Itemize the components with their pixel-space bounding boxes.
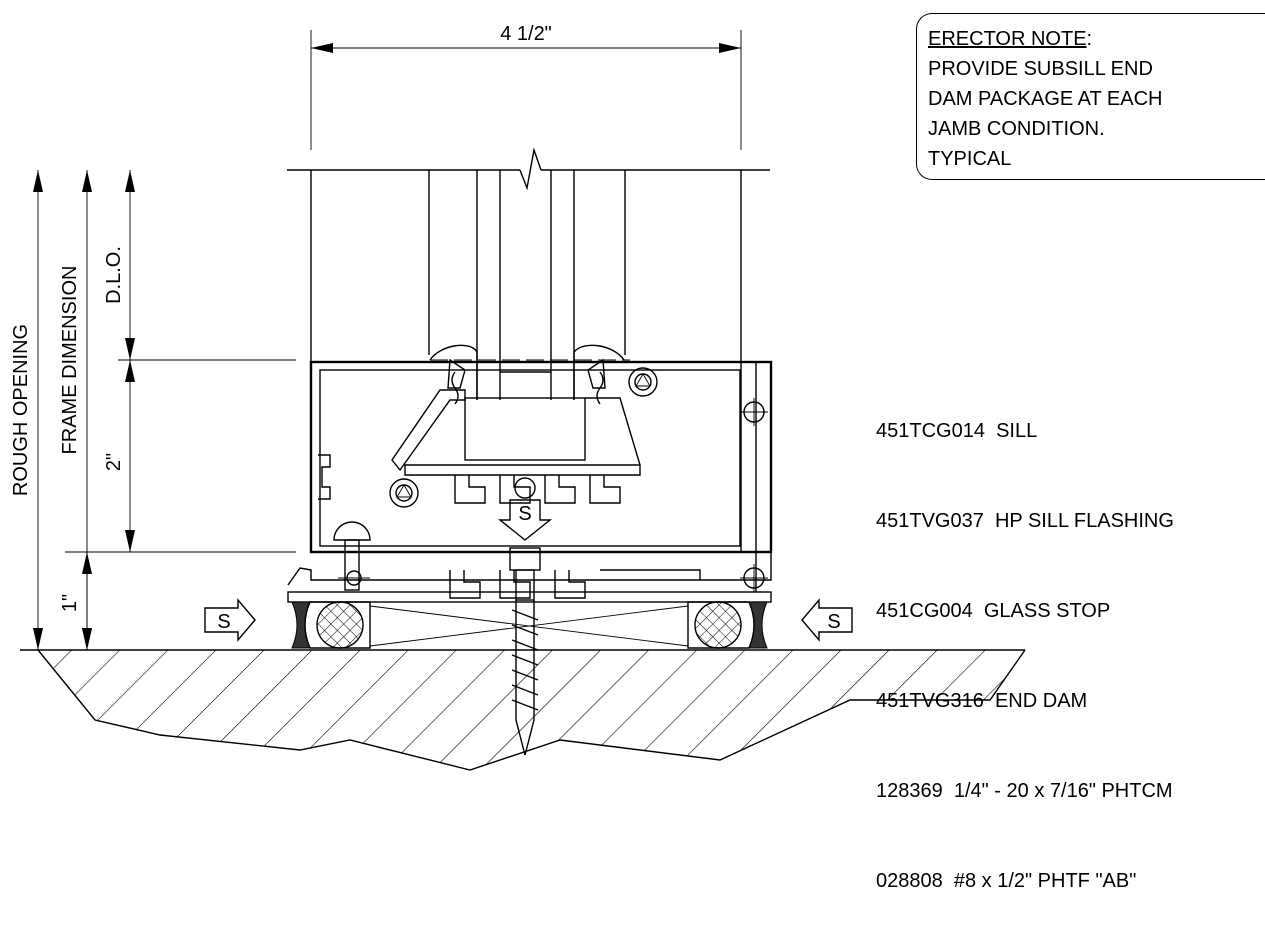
erector-note: ERECTOR NOTE: PROVIDE SUBSILL END DAM PA… xyxy=(928,24,1258,174)
dlo-dimension xyxy=(125,170,135,360)
two-inch-label: 2" xyxy=(103,453,125,471)
erector-note-heading: ERECTOR NOTE xyxy=(928,28,1087,50)
sill-detail-drawing: 4 1/2" ROUGH OPENING FRAME DIMENSION D.L… xyxy=(10,23,1026,771)
parts-list-item: 028808 #8 x 1/2" PHTF "AB" xyxy=(876,870,1137,892)
parts-list-item: 128369 1/4" - 20 x 7/16" PHTCM xyxy=(876,780,1173,802)
one-inch-label: 1" xyxy=(59,594,81,612)
parts-list-item: 451CG004 GLASS STOP xyxy=(876,600,1111,622)
subsill-flashing xyxy=(287,552,772,603)
end-dam-screw-left xyxy=(333,521,371,591)
width-dimension xyxy=(310,30,742,150)
dlo-label: D.L.O. xyxy=(103,246,125,304)
erector-note-line: PROVIDE SUBSILL END xyxy=(928,58,1153,80)
one-inch-dimension xyxy=(82,552,92,650)
parts-list-item: 451TCG014 SILL xyxy=(876,420,1038,442)
frame-dimension-label: FRAME DIMENSION xyxy=(59,266,81,455)
glass-stop-screw-left xyxy=(389,478,419,508)
glass-stop-screw-right xyxy=(628,367,658,397)
rough-opening-dimension xyxy=(33,170,43,650)
erector-note-line: JAMB CONDITION. xyxy=(928,118,1105,140)
shim-arrow-left xyxy=(204,598,256,642)
erector-note-box xyxy=(916,13,1265,180)
erector-note-line: TYPICAL xyxy=(928,148,1012,170)
width-dimension-label: 4 1/2" xyxy=(500,23,552,45)
shim-label-center: S xyxy=(518,503,531,525)
concrete-substrate xyxy=(20,649,1026,771)
erector-note-heading-line: ERECTOR NOTE: xyxy=(928,24,1258,54)
two-inch-dimension xyxy=(125,360,135,552)
glazing-gaskets xyxy=(429,344,625,405)
sill-extrusion xyxy=(309,358,773,554)
extension-lines xyxy=(65,359,296,553)
end-dam-screw-right-lower xyxy=(740,564,768,592)
shim-arrow-center xyxy=(498,499,552,541)
parts-list: 451TCG014 SILL 451TVG037 HP SILL FLASHIN… xyxy=(876,356,1265,926)
rough-opening-label: ROUGH OPENING xyxy=(10,324,32,496)
diagonal-cross-lines xyxy=(369,605,689,647)
end-dam-screw-right-upper xyxy=(740,398,768,426)
erector-note-line: DAM PACKAGE AT EACH xyxy=(928,88,1163,110)
parts-list-item: 451TVG037 HP SILL FLASHING xyxy=(876,510,1174,532)
parts-list-item: 451TVG316 END DAM xyxy=(876,690,1088,712)
erector-note-heading-suffix: : xyxy=(1086,28,1093,50)
sealant-joint-left xyxy=(291,601,371,649)
sealant-joint-right xyxy=(687,601,768,649)
shim-arrow-right xyxy=(801,598,853,642)
shim-label-left: S xyxy=(217,611,230,633)
shim-label-right: S xyxy=(827,611,840,633)
anchor-screw xyxy=(509,547,541,756)
